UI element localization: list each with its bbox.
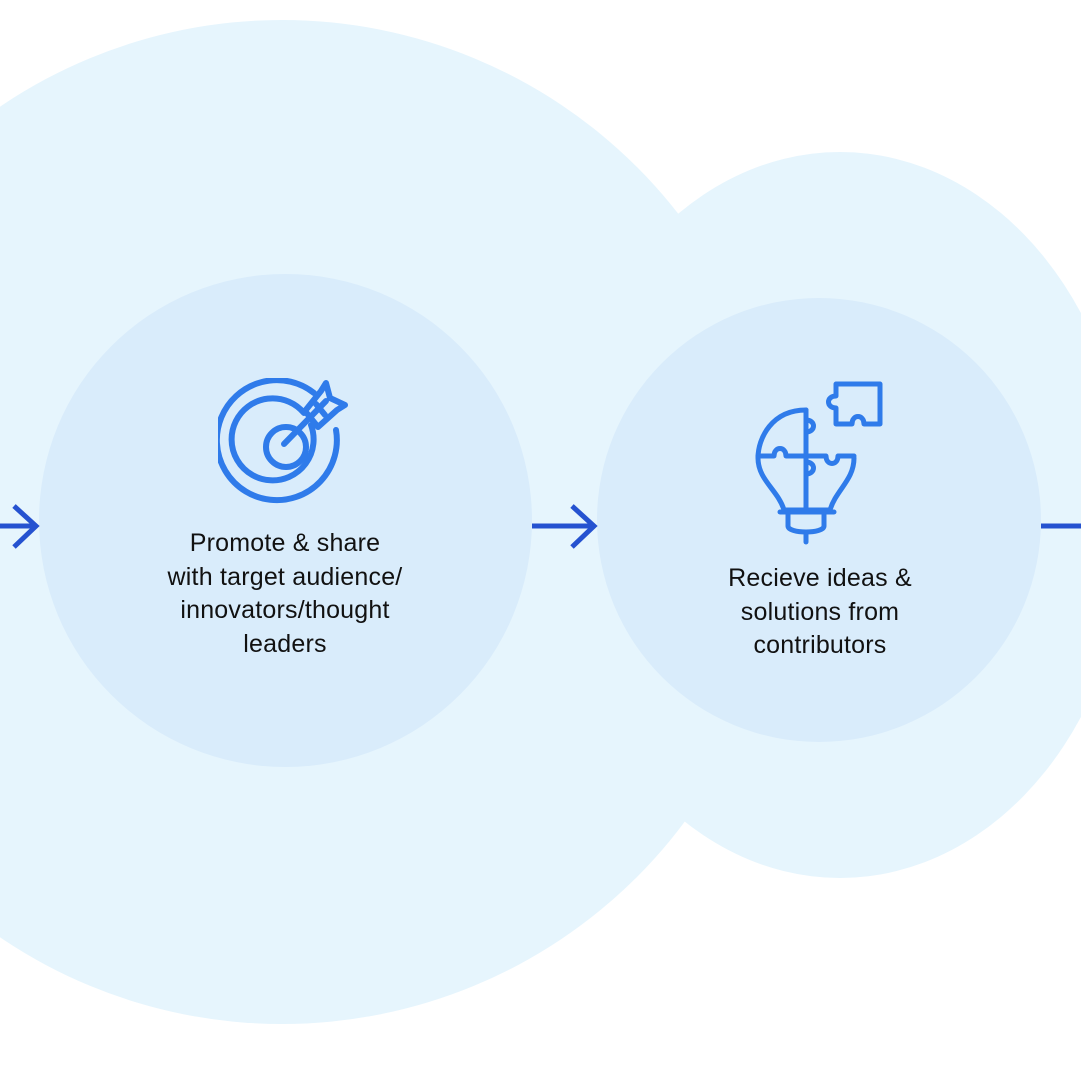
- arrow-in-left: [0, 504, 40, 549]
- lightbulb-puzzle-icon: [755, 381, 883, 545]
- arrow-middle: [532, 504, 598, 549]
- target-arrow-icon: [218, 378, 348, 504]
- step-circle-receive: [597, 298, 1041, 742]
- step-circle-promote: [39, 274, 532, 767]
- step-label-receive: Recieve ideas & solutions from contribut…: [728, 564, 912, 659]
- step-label-promote: Promote & share with target audience/ in…: [167, 529, 403, 658]
